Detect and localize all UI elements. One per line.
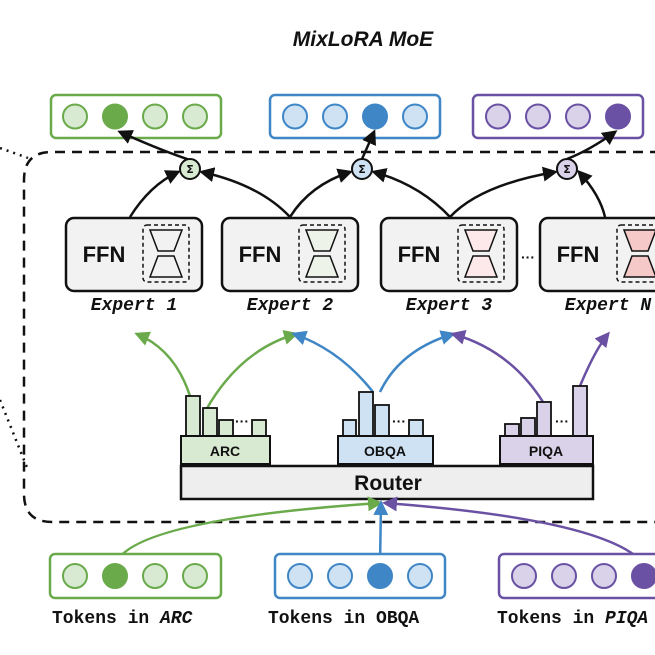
routing-arrows [134, 330, 610, 411]
ffn-label: FFN [239, 242, 282, 267]
lora-trapezoid-top [148, 229, 184, 252]
input-label-task: ARC [159, 609, 193, 629]
piqa-histogram-ellipsis: ··· [555, 413, 569, 429]
sum-symbol: Σ [563, 163, 571, 176]
arc-histogram [185, 395, 267, 437]
expert-n: FFN [538, 216, 655, 293]
lora-trapezoid-top [622, 229, 655, 252]
task-label-piqa: PIQA [529, 443, 563, 459]
task-box-obqa: OBQA [337, 435, 434, 465]
expert-2: FFN [220, 216, 360, 293]
output-vector-green [49, 93, 223, 140]
output-vector-purple [471, 93, 645, 140]
input-label-prefix: Tokens in [497, 609, 605, 629]
lora-trapezoid-top [463, 229, 499, 252]
task-box-arc: ARC [180, 435, 271, 465]
input-vector-piqa [497, 552, 655, 600]
expert-label-2: Expert 2 [247, 296, 334, 316]
router-box: Router [179, 464, 595, 501]
sum-symbol: Σ [186, 163, 194, 176]
input-label-prefix: Tokens in [268, 609, 376, 629]
ffn-label: FFN [83, 242, 126, 267]
input-label-task: OBQA [376, 609, 419, 629]
piqa-histogram [504, 385, 588, 437]
input-label-piqa: Tokens in PIQA [497, 609, 648, 629]
expert-3: FFN [379, 216, 519, 293]
lora-trapezoid-top [304, 229, 340, 252]
task-label-obqa: OBQA [364, 443, 406, 459]
lora-trapezoid-bottom [622, 255, 655, 278]
sum-node-3: Σ [556, 130, 618, 180]
obqa-histogram [342, 391, 424, 437]
moe-container [22, 150, 655, 524]
lora-trapezoid-bottom [148, 255, 184, 278]
input-label-prefix: Tokens in [52, 609, 160, 629]
input-vector-obqa [273, 552, 447, 600]
ffn-label: FFN [398, 242, 441, 267]
input-label-obqa: Tokens in OBQA [268, 609, 419, 629]
expert-label-1: Expert 1 [91, 296, 177, 316]
output-vector-blue [268, 93, 442, 140]
input-vector-arc [48, 552, 223, 600]
lora-trapezoid-bottom [463, 255, 499, 278]
expert-ellipsis: ··· [521, 249, 535, 265]
task-label-arc: ARC [210, 443, 240, 459]
diagram-title: MixLoRA MoE [293, 28, 434, 51]
obqa-histogram-ellipsis: ··· [392, 413, 406, 429]
ffn-label: FFN [557, 242, 600, 267]
input-label-task: PIQA [605, 609, 648, 629]
sum-symbol: Σ [358, 163, 366, 176]
input-label-arc: Tokens in ARC [52, 609, 193, 629]
expert-1: FFN [64, 216, 204, 293]
dotted-leader-top [0, 146, 29, 160]
expert-label-n: Expert N [565, 296, 652, 316]
arc-histogram-ellipsis: ··· [235, 413, 249, 429]
expert-label-3: Expert 3 [406, 296, 493, 316]
router-label: Router [354, 472, 422, 495]
task-box-piqa: PIQA [499, 435, 594, 465]
expert-to-sum-arrows [128, 166, 607, 218]
lora-trapezoid-bottom [304, 255, 340, 278]
